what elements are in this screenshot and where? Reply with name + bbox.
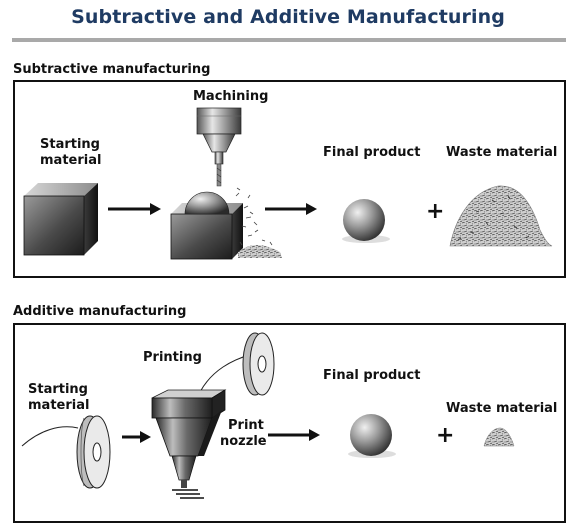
additive-final-product-sphere [348,414,396,458]
subtractive-starting-label-line1: Starting [40,137,100,152]
additive-arrow-1 [122,431,151,443]
additive-arrow-2 [268,429,320,441]
subtractive-arrow-2 [265,203,317,215]
additive-waste-label: Waste material [446,401,558,416]
filament-spool-left [21,415,111,489]
machined-workpiece [170,191,243,260]
machining-tool [196,107,242,187]
additive-section-label: Additive manufacturing [13,304,187,319]
additive-panel [13,323,566,523]
additive-starting-label-line1: Starting [28,382,88,397]
subtractive-starting-label-line2: material [40,153,102,168]
subtractive-waste-pile [449,185,553,247]
starting-material-cube [23,183,98,256]
subtractive-arrow-1 [108,203,161,215]
machining-label: Machining [193,89,269,104]
subtractive-final-product-label: Final product [323,145,421,160]
print-nozzle-label-line1: Print [228,418,264,433]
subtractive-plus-sign: + [426,199,445,224]
additive-plus-sign: + [436,423,455,448]
machining-chips [235,187,282,258]
subtractive-waste-label: Waste material [446,145,558,160]
subtractive-final-product-sphere [342,199,390,243]
print-nozzle-label-line2: nozzle [220,434,267,449]
additive-final-product-label: Final product [323,368,421,383]
filament-spool-top [199,332,275,396]
printing-label: Printing [143,350,202,365]
subtractive-section-label: Subtractive manufacturing [13,62,211,77]
additive-waste-pile [483,427,515,447]
title-divider [12,38,566,42]
print-nozzle [151,389,227,499]
additive-starting-label-line2: material [28,398,90,413]
diagram-title: Subtractive and Additive Manufacturing [71,6,505,28]
